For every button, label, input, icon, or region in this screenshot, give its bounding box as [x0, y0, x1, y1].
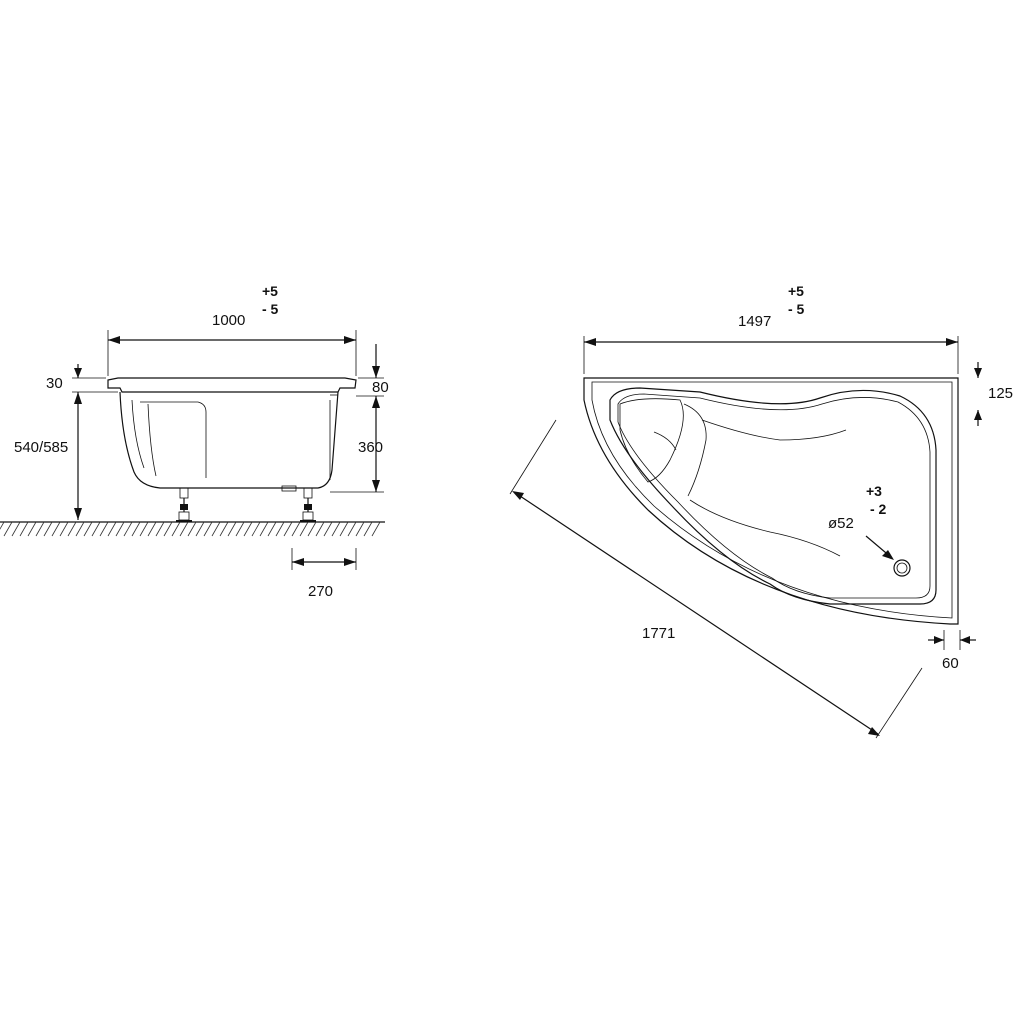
- bottom-rim-value: 60: [942, 655, 959, 672]
- side-width-value: 1000: [212, 312, 245, 329]
- hatch-line: [187, 521, 197, 537]
- rim-height-value: 30: [46, 375, 63, 392]
- hatch-line: [219, 521, 229, 537]
- hatch-line: [291, 521, 301, 537]
- left-leg: [176, 487, 192, 522]
- hatch-line: [59, 521, 69, 537]
- hatch-line: [283, 521, 293, 537]
- hatch-line: [363, 521, 373, 537]
- hatch-line: [67, 521, 77, 537]
- hatch-line: [147, 521, 157, 537]
- hatch-line: [123, 521, 133, 537]
- hatch-line: [323, 521, 333, 537]
- tub-side-profile: [107, 377, 357, 522]
- hatch-line: [203, 521, 213, 537]
- hatch-line: [235, 521, 245, 537]
- leg-offset-value: 270: [308, 583, 333, 600]
- drain-diameter: ø52: [828, 515, 854, 532]
- hatch-line: [91, 521, 101, 537]
- hatch-line: [11, 521, 21, 537]
- diagonal-value: 1771: [642, 625, 675, 642]
- hatch-line: [259, 521, 269, 537]
- depth-dimension: 360: [330, 396, 384, 493]
- rim-height-dimension: 30: [46, 364, 106, 392]
- hatch-line: [35, 521, 45, 537]
- right-rim-value: 80: [372, 379, 389, 396]
- hatch-line: [331, 521, 341, 537]
- hatch-line: [355, 521, 365, 537]
- overall-height-dimension: 540/585: [14, 391, 118, 520]
- drain-circle: [893, 559, 911, 577]
- leg-offset-dimension: 270: [291, 548, 357, 600]
- right-rim-dimension: 80: [356, 344, 389, 397]
- hatch-line: [107, 521, 117, 537]
- side-view: 1000 +5 - 5 30 540/585 80: [0, 283, 389, 600]
- hatch-line: [43, 521, 53, 537]
- hatch-line: [83, 521, 93, 537]
- drain-dimension: +3 - 2 ø52: [828, 483, 894, 560]
- hatch-line: [307, 521, 317, 537]
- hatch-line: [155, 521, 165, 537]
- hatch-line: [139, 521, 149, 537]
- hatch-line: [267, 521, 277, 537]
- side-width-tol-plus: +5: [262, 283, 278, 299]
- drain-tol-plus: +3: [866, 483, 882, 499]
- hatch-line: [211, 521, 221, 537]
- hatch-line: [75, 521, 85, 537]
- top-width-tol-plus: +5: [788, 283, 804, 299]
- hatch-line: [163, 521, 173, 537]
- hatch-line: [171, 521, 181, 537]
- hatch-line: [339, 521, 349, 537]
- tub-top-outline: [583, 377, 959, 625]
- hatch-line: [27, 521, 37, 537]
- top-right-rim-dimension: 125: [974, 362, 1013, 426]
- tub-basin: [609, 387, 937, 605]
- hatch-line: [347, 521, 357, 537]
- drain-tol-minus: - 2: [870, 501, 887, 517]
- hatch-line: [99, 521, 109, 537]
- side-width-dimension: 1000 +5 - 5: [107, 283, 357, 376]
- top-right-rim-value: 125: [988, 385, 1013, 402]
- hatch-line: [275, 521, 285, 537]
- hatch-line: [299, 521, 309, 537]
- hatch-line: [251, 521, 261, 537]
- top-width-value: 1497: [738, 313, 771, 330]
- hatch-line: [195, 521, 205, 537]
- floor-hatching: [0, 521, 385, 537]
- hatch-line: [131, 521, 141, 537]
- overall-height-value: 540/585: [14, 439, 68, 456]
- hatch-line: [179, 521, 189, 537]
- hatch-line: [315, 521, 325, 537]
- hatch-line: [227, 521, 237, 537]
- hatch-line: [51, 521, 61, 537]
- hatch-line: [3, 521, 13, 537]
- diagonal-dimension: 1771: [509, 419, 923, 739]
- hatch-line: [371, 521, 381, 537]
- hatch-line: [19, 521, 29, 537]
- top-view: +3 - 2 ø52 1497 +5 - 5 125: [509, 283, 1013, 739]
- hatch-line: [243, 521, 253, 537]
- hatch-line: [0, 521, 5, 530]
- hatch-line: [115, 521, 125, 537]
- depth-value: 360: [358, 439, 383, 456]
- top-width-dimension: 1497 +5 - 5: [583, 283, 959, 374]
- side-width-tol-minus: - 5: [262, 301, 279, 317]
- right-leg: [300, 487, 316, 522]
- top-width-tol-minus: - 5: [788, 301, 805, 317]
- bottom-rim-dimension: 60: [928, 630, 976, 672]
